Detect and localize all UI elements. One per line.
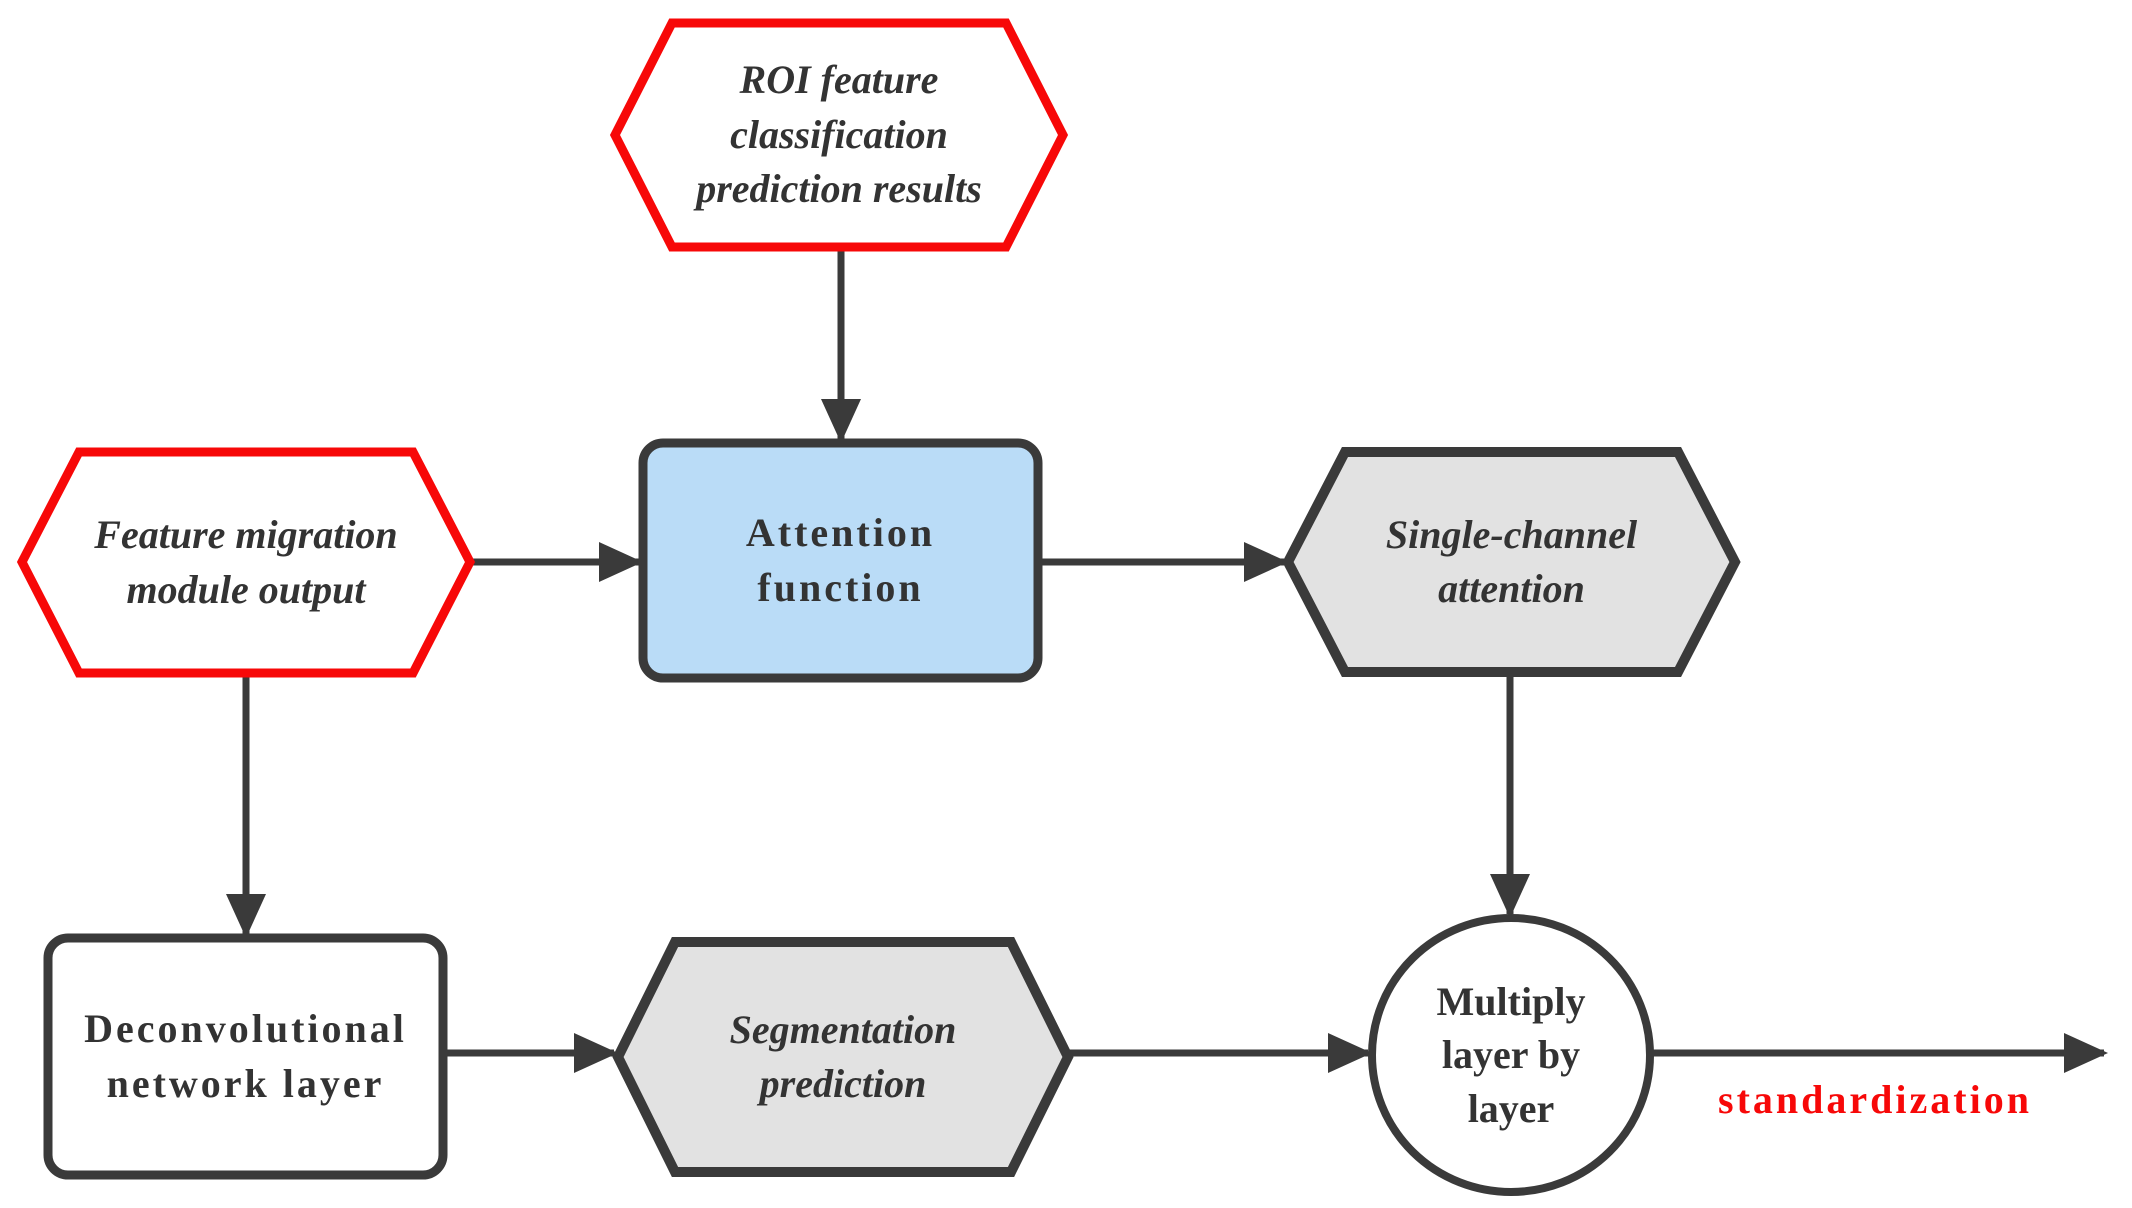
- feature-migration-hexagon: [16, 447, 476, 678]
- attention-function-box: [638, 438, 1043, 683]
- multiply-circle: [1368, 914, 1654, 1196]
- single-channel-hexagon: [1282, 447, 1741, 677]
- deconv-network-box: [43, 933, 448, 1180]
- segmentation-hexagon: [612, 937, 1074, 1177]
- standardization-label: standardization: [1718, 1077, 2032, 1122]
- roi-hexagon: [609, 18, 1069, 252]
